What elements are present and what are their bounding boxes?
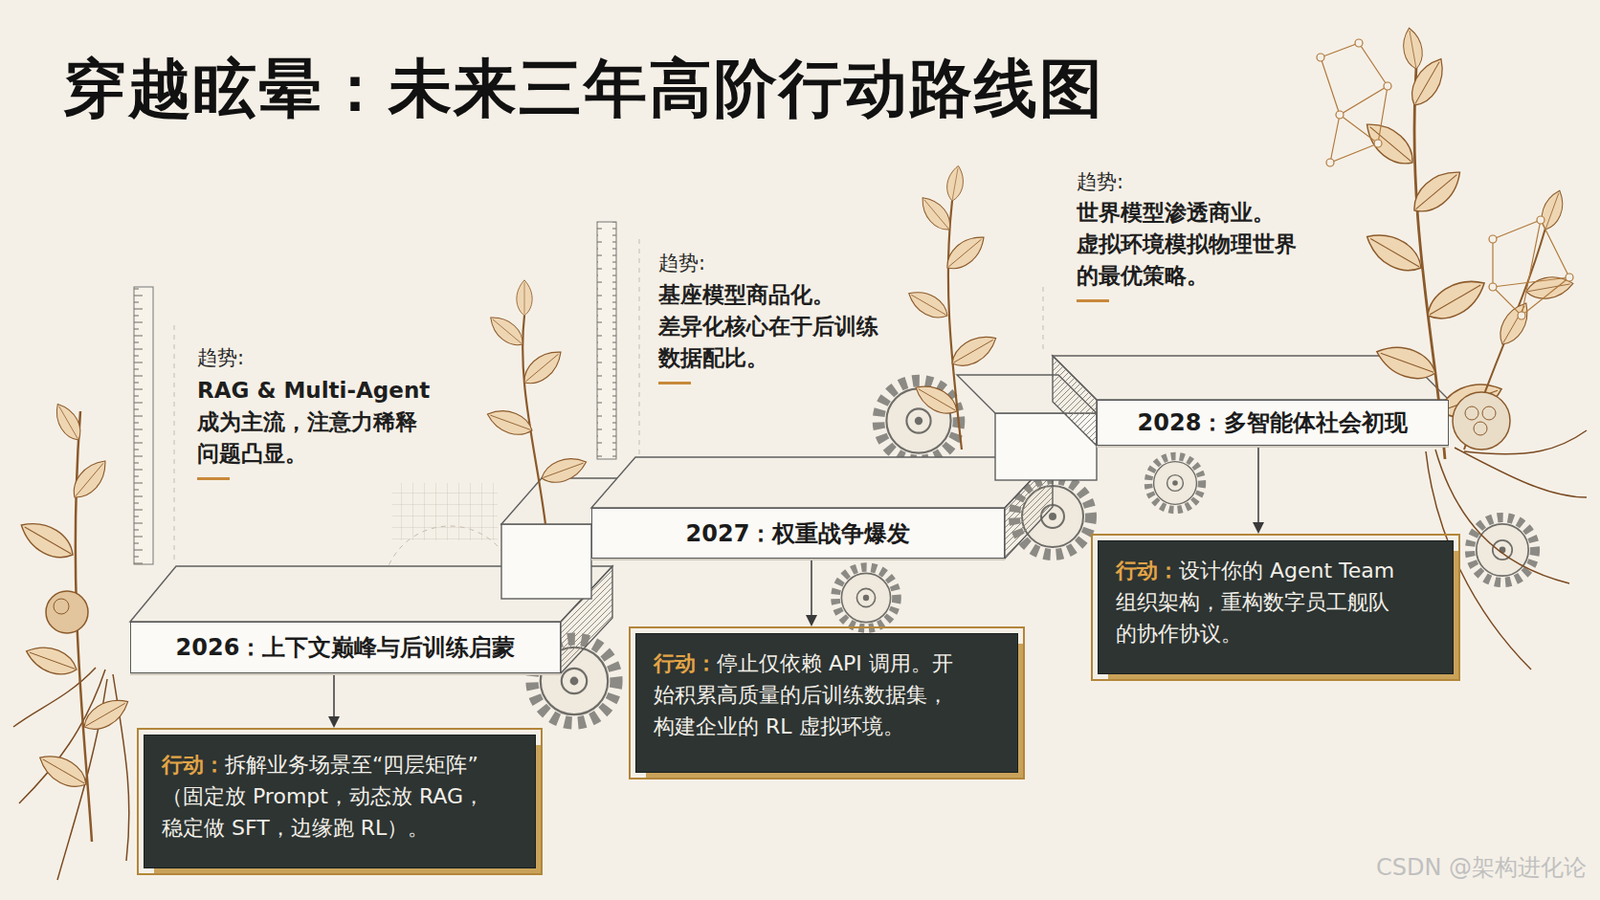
seed-pod: [53, 599, 69, 615]
riser-block: [501, 524, 592, 600]
step-face: 2027：权重战争爆发: [591, 508, 1005, 559]
gear: [1469, 517, 1535, 583]
step-year-title: 2028：多智能体社会初现: [1137, 407, 1409, 439]
leaf: [1493, 298, 1536, 351]
leaf: [49, 400, 87, 445]
leaf: [940, 229, 991, 276]
watermark: CSDN @架构进化论: [1376, 852, 1587, 884]
step-face: 2028：多智能体社会初现: [1096, 400, 1449, 446]
leaf: [22, 640, 81, 681]
leaf: [484, 404, 536, 441]
ruler-ticks: [597, 222, 617, 460]
network-line: [1320, 43, 1388, 163]
leader-arrow: [810, 558, 813, 625]
network-node: [1355, 39, 1363, 47]
root: [19, 669, 106, 804]
action-box: 行动：拆解业务场景至“四层矩阵” （固定放 Prompt，动态放 RAG， 稳定…: [143, 734, 536, 869]
leaf: [1405, 162, 1468, 222]
network-node: [1316, 53, 1325, 62]
network-node: [1488, 283, 1497, 291]
guide-line: [174, 325, 176, 563]
leaf: [15, 513, 80, 566]
leaf: [1421, 270, 1492, 329]
network-node: [1536, 216, 1545, 224]
gears: [532, 380, 1535, 724]
seed-cell: [1482, 406, 1496, 421]
action-box: 行动：停止仅依赖 API 调用。开 始积累高质量的后训练数据集， 构建企业的 R…: [635, 633, 1019, 774]
step-year-title: 2026：上下文巅峰与后训练启蒙: [176, 632, 516, 664]
leaf: [516, 280, 533, 316]
network-node: [1326, 158, 1334, 167]
leaf: [1400, 26, 1425, 71]
trend-text: RAG & Multi-Agent 成为主流，注意力稀释 问题凸显。: [197, 375, 456, 470]
trend-heading: 趋势:: [1076, 168, 1124, 196]
seed-cell: [1473, 422, 1488, 436]
action-label: 行动：: [653, 651, 717, 676]
seed-cell: [1465, 406, 1479, 421]
step-year-title: 2027：权重战争爆发: [686, 518, 912, 550]
action-box: 行动：设计你的 Agent Team 组织架构，重构数字员工舰队 的协作协议。: [1097, 540, 1454, 675]
ruler: [597, 222, 617, 460]
trend-underline: [1076, 299, 1110, 303]
leaf: [537, 452, 590, 489]
root: [1435, 449, 1570, 584]
roots: [13, 430, 1587, 881]
trend-text: 基座模型商品化。 差异化核心在于后训练 数据配比。: [658, 279, 917, 375]
action-label: 行动：: [1115, 558, 1179, 583]
leaf: [78, 692, 134, 737]
network-node: [1335, 111, 1344, 119]
guide-line: [639, 239, 641, 456]
step-face: 2026：上下文巅峰与后训练启蒙: [130, 622, 561, 674]
leaf: [1358, 114, 1422, 174]
ruler: [133, 287, 154, 565]
grid-patch: [392, 483, 498, 541]
seed-ball: [1452, 392, 1511, 450]
action-text: 行动：拆解业务场景至“四层矩阵” （固定放 Prompt，动态放 RAG， 稳定…: [161, 749, 518, 845]
leaf: [517, 344, 568, 391]
network-line: [1492, 220, 1570, 316]
plants: [15, 26, 1576, 843]
network-node: [1517, 311, 1526, 320]
step-side: [1052, 355, 1097, 446]
gear: [835, 567, 897, 629]
rulers: [133, 222, 617, 565]
leaf: [485, 311, 529, 352]
trend-heading: 趋势:: [658, 249, 706, 277]
page-title: 穿越眩晕：未来三年高阶行动路线图: [63, 45, 1105, 133]
gear: [1148, 456, 1202, 511]
leaf: [1524, 273, 1576, 303]
leader-arrow: [1257, 445, 1260, 533]
seed-pod: [45, 591, 89, 634]
leaf: [1372, 338, 1441, 386]
trend-heading: 趋势:: [197, 344, 245, 372]
trend-underline: [197, 477, 230, 481]
guide-line: [1043, 287, 1045, 355]
action-text: 行动：停止仅依赖 API 调用。开 始积累高质量的后训练数据集， 构建企业的 R…: [653, 647, 1000, 743]
leaf: [944, 164, 966, 202]
leaf: [1536, 187, 1569, 233]
trend-underline: [658, 381, 691, 385]
network: [1316, 39, 1574, 320]
leader-arrow: [333, 673, 335, 727]
ruler-ticks: [133, 287, 154, 565]
leaf: [34, 748, 93, 796]
leaf: [911, 378, 963, 422]
leaf: [904, 285, 953, 325]
action-text: 行动：设计你的 Agent Team 组织架构，重构数字员工舰队 的协作协议。: [1115, 555, 1436, 650]
network-node: [1488, 235, 1497, 244]
step-top: [591, 457, 1053, 509]
leaf: [66, 454, 113, 505]
network-node: [1565, 273, 1574, 282]
trend-text: 世界模型渗透商业。 虚拟环境模拟物理世界 的最优策略。: [1076, 197, 1335, 292]
action-label: 行动：: [161, 753, 225, 778]
leaf: [946, 329, 1001, 374]
leaf: [1360, 224, 1429, 280]
network-node: [1383, 82, 1392, 90]
network-node: [1374, 139, 1382, 148]
root: [1454, 447, 1587, 498]
